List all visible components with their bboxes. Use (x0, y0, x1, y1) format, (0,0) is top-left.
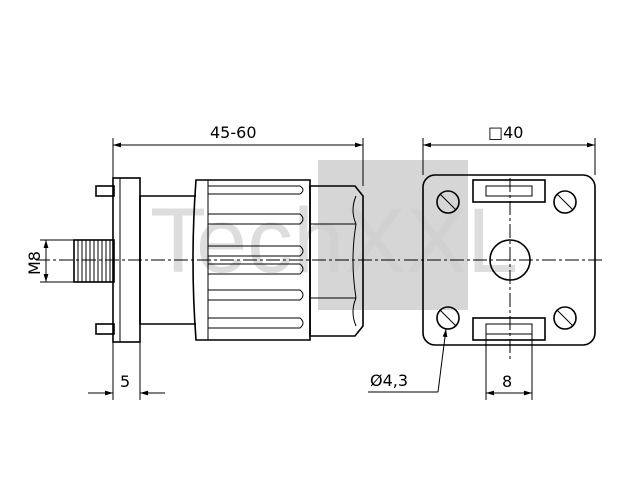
square-plate (422, 174, 596, 346)
square-size-label: □40 (488, 123, 523, 142)
overall-length-label: 45-60 (210, 123, 257, 142)
watermark: TechXXL (150, 160, 518, 310)
watermark-text: TechXXL (150, 190, 518, 292)
square-size-dimension: □40 (422, 123, 596, 175)
overall-length-dimension: 45-60 (112, 123, 364, 186)
thread-label: M8 (25, 251, 44, 275)
slot-width-dimension: 8 (485, 334, 533, 400)
flange-thickness-label: 5 (120, 372, 130, 391)
flange-thickness-dimension: 5 (88, 324, 165, 400)
hole-diameter-dimension: Ø4,3 (368, 328, 448, 393)
front-view: □40 8 Ø4,3 (368, 123, 604, 400)
lower-slot (472, 317, 546, 341)
center-hole (489, 239, 531, 281)
hex-nut (309, 185, 364, 337)
side-view: 45-60 M8 5 (25, 123, 400, 400)
ribbed-knob (192, 179, 311, 341)
lower-pin (95, 323, 115, 335)
threaded-stud (73, 239, 115, 283)
corner-holes (436, 190, 577, 330)
upper-slot (472, 179, 546, 203)
thread-dimension: M8 (25, 239, 74, 283)
hole-diameter-label: Ø4,3 (370, 371, 408, 390)
slot-width-label: 8 (502, 372, 512, 391)
upper-pin (95, 185, 115, 197)
